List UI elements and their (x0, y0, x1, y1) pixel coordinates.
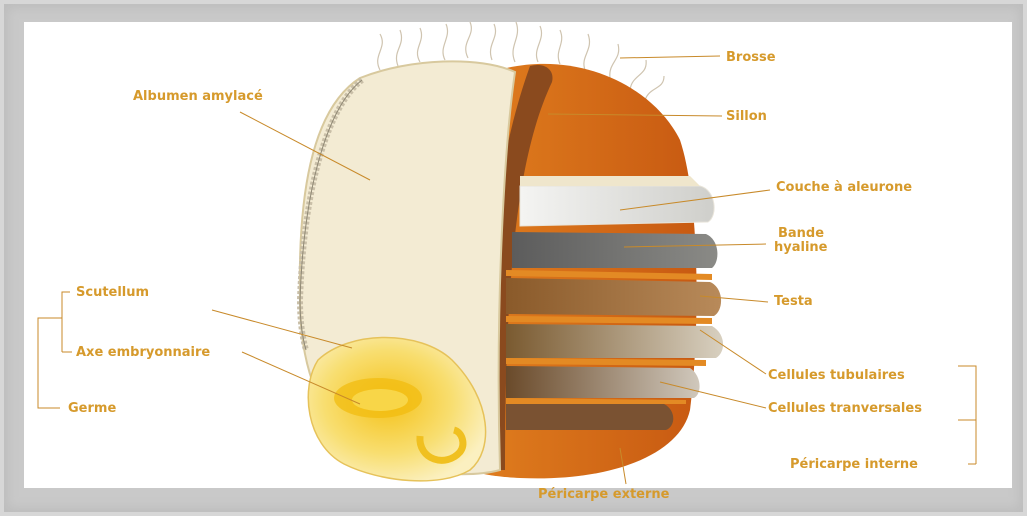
label-cellules-transversales: Cellules tranversales (768, 401, 922, 416)
label-bande: Bande (778, 226, 824, 241)
label-brosse: Brosse (726, 50, 776, 65)
label-axe-embryonnaire: Axe embryonnaire (76, 345, 210, 360)
label-pericarpe-interne: Péricarpe interne (790, 457, 918, 472)
aleurone-layer (520, 186, 714, 226)
testa-layer (506, 278, 721, 316)
tissue-layers (506, 176, 723, 430)
inner-pericarp-layer (506, 404, 673, 430)
label-couche-aleurone: Couche à aleurone (776, 180, 912, 195)
label-testa: Testa (774, 294, 813, 309)
hyaline-layer (512, 232, 717, 268)
label-hyaline: hyaline (774, 240, 828, 255)
transversal-cells-layer (506, 366, 700, 398)
label-sillon: Sillon (726, 109, 767, 124)
label-cellules-tubulaires: Cellules tubulaires (768, 368, 905, 383)
label-albumen: Albumen amylacé (133, 89, 263, 104)
label-germe: Germe (68, 401, 116, 416)
label-scutellum: Scutellum (76, 285, 149, 300)
tubular-cells-layer (506, 324, 723, 358)
label-pericarpe-externe: Péricarpe externe (538, 487, 670, 502)
